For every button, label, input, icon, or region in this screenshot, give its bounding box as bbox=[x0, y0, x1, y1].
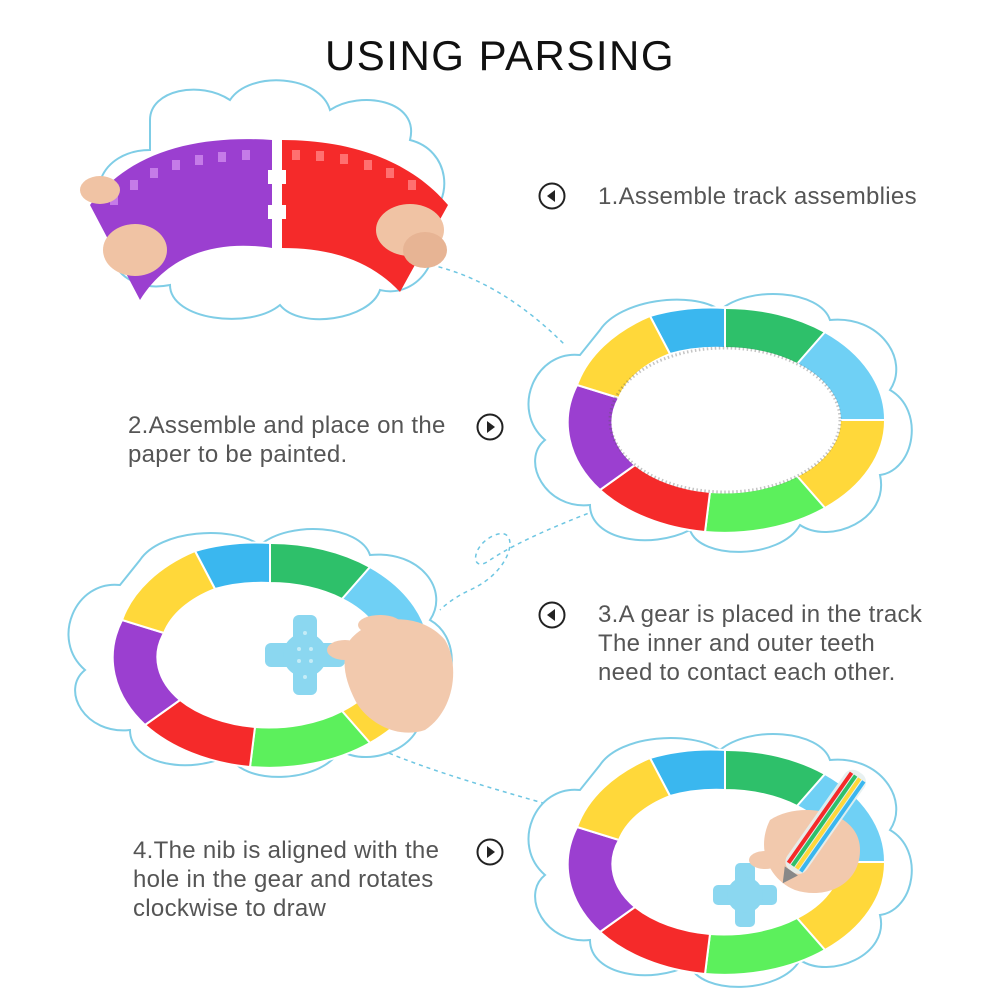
step-1-line-1: 1.Assemble track assemblies bbox=[598, 183, 917, 210]
step-3-line-3: need to contact each other. bbox=[598, 659, 896, 686]
step-4-line-3: clockwise to draw bbox=[133, 895, 327, 922]
step-1-text: 1.Assemble track assemblies bbox=[598, 182, 917, 211]
step-3-text: 3.A gear is placed in the track The inne… bbox=[598, 600, 922, 687]
hand-with-pen bbox=[749, 769, 867, 894]
step-2-text: 2.Assemble and place on the paper to be … bbox=[128, 411, 446, 469]
gear-piece-4 bbox=[713, 863, 777, 927]
hand-3 bbox=[327, 615, 454, 733]
multicolor-pen bbox=[782, 769, 867, 884]
step-3-line-2: The inner and outer teeth bbox=[598, 630, 876, 657]
left-thumb bbox=[103, 224, 167, 276]
ring-2 bbox=[566, 306, 887, 534]
step-4-line-2: hole in the gear and rotates bbox=[133, 866, 434, 893]
gear-piece bbox=[265, 615, 345, 695]
panel-2-assembled-ring bbox=[527, 293, 913, 553]
arrow-right-circle-icon bbox=[476, 838, 504, 866]
panel-3-gear-in-track bbox=[67, 528, 454, 778]
red-teeth bbox=[292, 150, 416, 190]
step-2-line-2: paper to be painted. bbox=[128, 441, 348, 468]
step-2-line-1: 2.Assemble and place on the bbox=[128, 412, 446, 439]
step-4-text: 4.The nib is aligned with the hole in th… bbox=[133, 836, 439, 923]
arrow-left-circle-icon bbox=[538, 182, 566, 210]
step-3-line-1: 3.A gear is placed in the track bbox=[598, 601, 923, 628]
step-4-line-1: 4.The nib is aligned with the bbox=[133, 837, 440, 864]
arrow-left-circle-icon bbox=[538, 601, 566, 629]
ring-4 bbox=[566, 748, 887, 976]
purple-teeth bbox=[110, 150, 250, 205]
page-title: USING PARSING bbox=[324, 32, 676, 79]
arrow-right-circle-icon bbox=[476, 413, 504, 441]
panel-1-assemble-pieces bbox=[80, 79, 448, 321]
panel-4-pen-drawing bbox=[527, 733, 913, 988]
